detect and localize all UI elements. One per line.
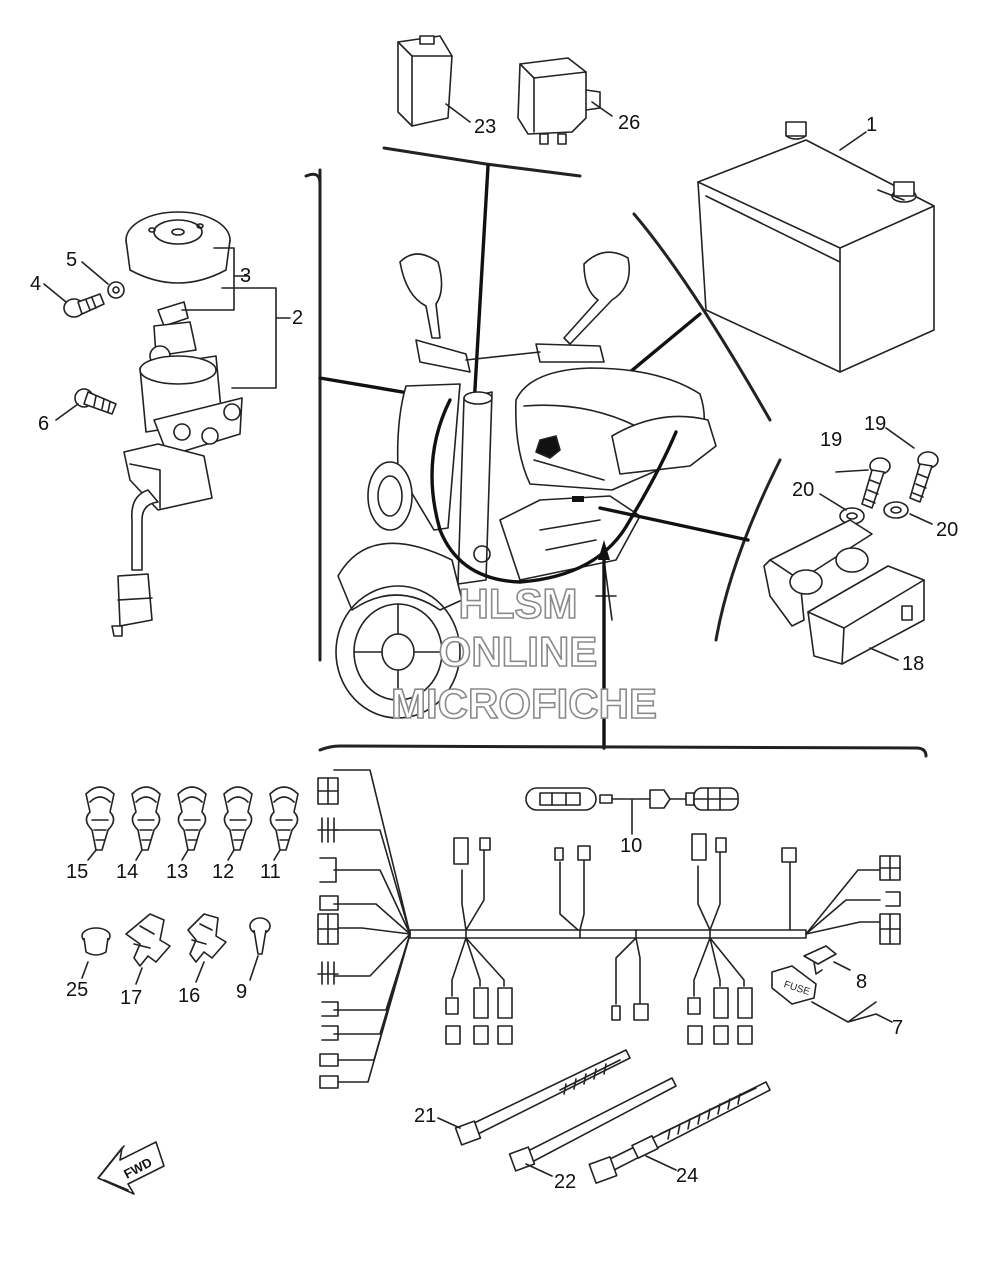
part-23-flasher-relay [397,35,453,127]
callout-24: 24 [676,1165,698,1187]
callout-11: 11 [260,861,281,883]
motorcycle-illustration [335,251,717,719]
watermark-line3: MICROFICHE [391,680,657,727]
callout-17: 17 [120,987,142,1009]
callout-19-left: 19 [820,429,842,451]
part-20-collar-b [883,501,909,519]
callout-12: 12 [212,861,234,883]
wire-harness [317,769,901,1089]
part-22-cable-tie [508,1077,677,1172]
callout-19-right: 19 [864,413,886,435]
callout-15: 15 [66,861,88,883]
callout-6: 6 [38,413,49,435]
watermark-line2: ONLINE [439,628,598,675]
callout-13: 13 [166,861,188,883]
part-19-bolt-a [861,457,891,509]
fwd-arrow-icon: FWD [97,1141,165,1195]
callout-3: 3 [240,265,251,287]
part-21-cable-tie [454,1049,631,1146]
callout-22: 22 [554,1171,576,1193]
pointer-18 [598,506,750,542]
harness-route-on-bike [430,398,678,584]
callout-21: 21 [414,1105,436,1127]
part-17-clamp [125,913,171,967]
callout-18: 18 [902,653,924,675]
callout-14: 14 [116,861,138,883]
part-4-screw [63,293,105,318]
part-6-bolt [74,388,117,415]
part-8-fuse [803,945,837,975]
part-9-rivet [249,917,271,955]
part-18-cdi-unit [763,519,925,665]
part-2-main-switch [111,301,243,637]
part-16-clamp [187,913,227,963]
callout-9: 9 [236,981,247,1003]
callout-4: 4 [30,273,41,295]
part-25-grommet [81,927,111,956]
part-7-fuse-holder: FUSE [771,965,817,1005]
part-3-switch-cover [125,211,231,284]
leader-23-26 [445,101,613,123]
callout-1: 1 [866,114,877,136]
callout-20-left: 20 [792,479,814,501]
part-1-battery [697,121,935,373]
callout-7: 7 [892,1017,903,1039]
callout-26: 26 [618,112,640,134]
callout-8: 8 [856,971,867,993]
callout-5: 5 [66,249,77,271]
callout-10: 10 [620,835,642,857]
watermark: HLSM ONLINE MICROFICHE [390,579,658,728]
callout-25: 25 [66,979,88,1001]
callout-2: 2 [292,307,303,329]
clips-11-15 [85,786,299,851]
part-26-relay [517,57,601,145]
part-10-lead [525,787,739,811]
callout-20-right: 20 [936,519,958,541]
callout-23: 23 [474,116,496,138]
watermark-line1: HLSM [459,580,578,627]
part-5-washer [107,281,125,299]
part-24-cable-tie [588,1081,771,1184]
part-19-bolt-b [909,451,939,503]
callout-16: 16 [178,985,200,1007]
